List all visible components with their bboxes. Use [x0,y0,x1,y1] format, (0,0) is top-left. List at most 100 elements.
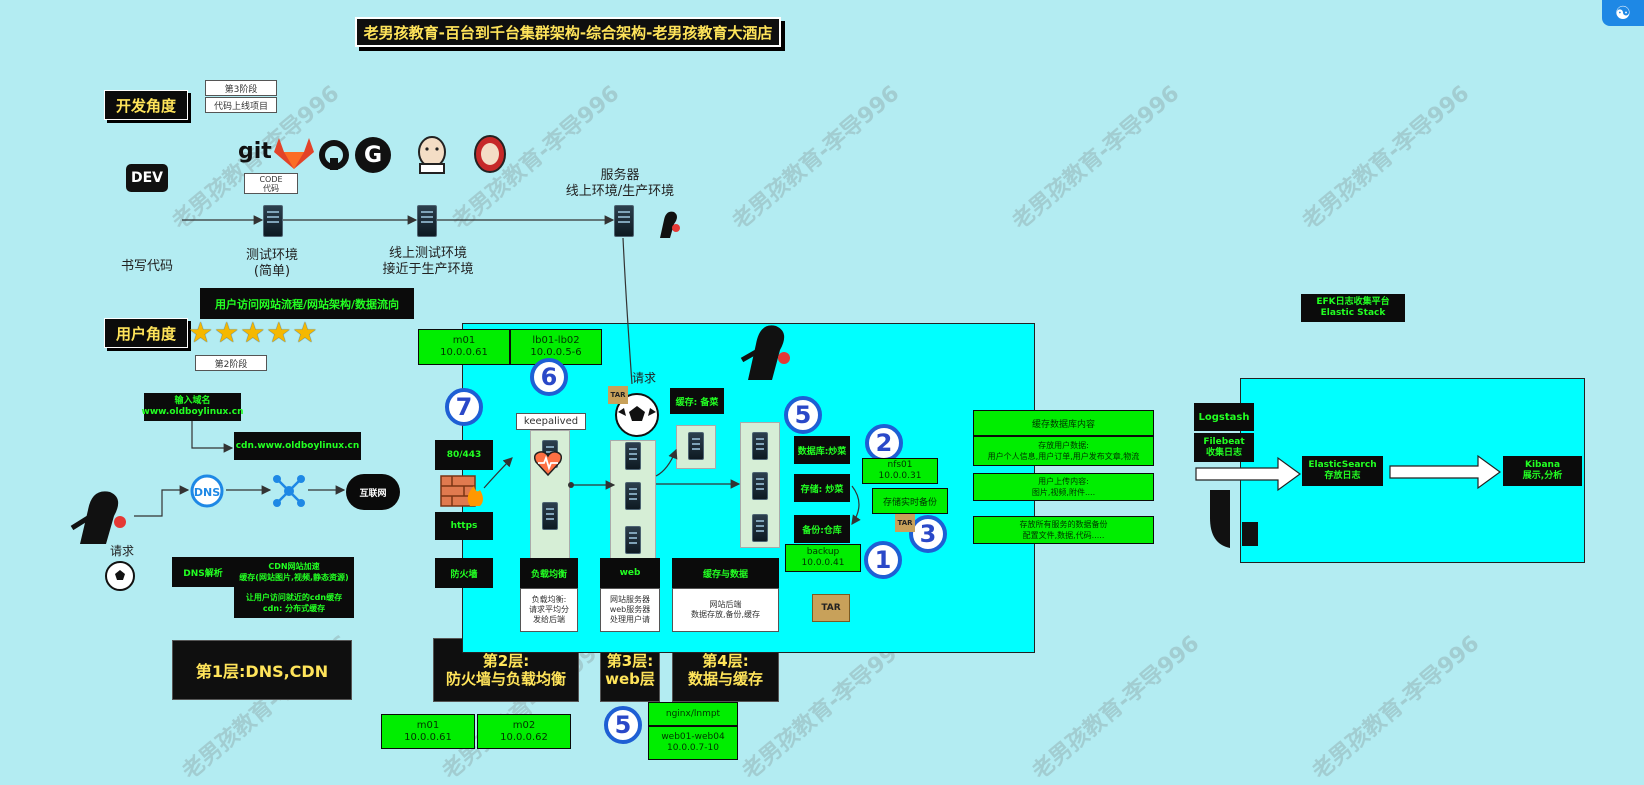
layer4-line2: 数据与缓存 [687,670,763,688]
backup-box: backup 10.0.0.41 [785,544,861,572]
stage3-label: 第3阶段 [205,80,277,96]
gitlab-icon [272,136,316,170]
tar-archive-icon-small: TAR [608,386,628,404]
test-env-label: 测试环境 (简单) [232,248,312,280]
input-domain-box: 输入域名 www.oldboylinux.cn [141,393,244,421]
cdn-accel-line1: CDN网站加速 [268,562,320,571]
cdn-accel-box: CDN网站加速 缓存(网站图片,视频,静态资源) [234,557,354,587]
step-2-badge: 2 [865,424,903,462]
gitee-icon: G [355,137,391,173]
keepalived-label: keepalived [516,413,586,430]
cdn-nearest-box: 让用户访问就近的cdn缓存 cdn: 分布式缓存 [234,587,354,618]
kibana-box: Kibana 展示,分析 [1503,456,1582,486]
cache-label-box: 缓存: 备菜 [670,388,724,414]
note-upload-line2: 图片,视频,附件.... [1031,488,1096,497]
lb-desc-line3: 发给后端 [533,615,565,624]
rating-stars: ★★★★★ [188,316,319,349]
m01-top-name: m01 [452,335,476,346]
tar-archive-icon: TAR [812,594,850,622]
step-6-badge: 6 [530,358,568,396]
step-7-badge: 7 [445,388,483,426]
watermark: 老男孩教育-李导996 [1008,81,1185,235]
input-domain-line2: www.oldboylinux.cn [141,407,244,417]
step-5-badge-db: 5 [784,396,822,434]
db-server-icon [752,432,768,460]
web-desc-line3: 处理用户请 [610,615,650,624]
jenkins-fire-icon [471,132,509,174]
filebeat-line1: Filebeat [1203,436,1245,447]
nfs-server-icon [752,472,768,500]
layer1-label: 第1层:DNS,CDN [172,640,352,700]
efk-title-line1: EFK日志收集平台 [1316,297,1390,307]
nfs-box: nfs01 10.0.0.31 [862,458,938,484]
cloud-sync-icon[interactable]: ☯ [1602,0,1644,26]
watermark: 老男孩教育-李导996 [1028,631,1205,785]
backup-ip: 10.0.0.41 [801,558,845,568]
dev-icon: DEV [126,164,168,192]
cluster-request-label: 请求 [631,371,656,385]
elasticsearch-line2: 存放日志 [1324,471,1361,481]
elasticsearch-line1: ElasticSearch [1308,460,1377,470]
note-upload-line1: 用户上传内容: [1038,477,1089,486]
web01-server-icon [625,442,641,470]
user-perspective-badge: 用户角度 [104,318,188,348]
production-server-icon [614,205,634,237]
nginx-box: nginx/lnmpt [648,702,738,726]
dns-resolve-box: DNS解析 [172,557,234,587]
soccer-ball-icon [104,560,136,592]
user-mascot-icon [70,484,132,546]
layer3-line2: web层 [605,670,655,688]
step-5-badge-web: 5 [604,706,642,744]
data-title-box: 缓存与数据 [672,558,779,588]
m01-top-box: m01 10.0.0.61 [418,329,510,365]
production-env-line2: 线上环境/生产环境 [565,184,675,199]
layer4-line1: 第4层: [702,652,749,670]
storage-label-box: 存储: 炒菜 [794,474,850,502]
elastic-logo-icon [1208,488,1260,550]
note-backup-line1: 存放所有服务的数据备份 [1019,520,1108,529]
note-db: 存放用户数据: 用户个人信息,用户订单,用户发布文章,物流 [973,436,1154,466]
m02-bottom-ip: 10.0.0.62 [500,731,548,743]
m01-top-ip: 10.0.0.61 [440,347,488,358]
watermark: 老男孩教育-李导996 [1308,631,1485,785]
code-label: CODE 代码 [244,173,298,194]
kibana-line1: Kibana [1524,460,1561,470]
web-servers-line2: 10.0.0.7-10 [667,743,719,753]
data-desc-line2: 数据存放,备份,缓存 [690,610,761,619]
jenkins-icon [412,134,452,174]
nfs-name: nfs01 [887,460,913,470]
efk-title-line2: Elastic Stack [1320,308,1386,318]
data-desc-line1: 网站后端 [709,600,742,609]
layer2-line1: 第2层: [482,652,530,670]
code-label-cn: 代码 [263,183,279,193]
write-code-label: 书写代码 [120,259,173,274]
logstash-box: Logstash [1194,403,1254,431]
data-desc-box: 网站后端 数据存放,备份,缓存 [672,588,779,632]
production-env-line1: 服务器 [600,168,640,183]
firewall-title-box: 防火墙 [435,558,493,588]
cluster-soccer-ball-icon [614,392,660,438]
m01-bottom-ip: 10.0.0.61 [404,731,452,743]
github-icon [317,138,351,172]
lb-desc-line1: 负载均衡: [531,595,567,604]
tar-archive-icon-mini: TAR [895,514,915,532]
page-title: 老男孩教育-百台到千台集群架构-综合架构-老男孩教育大酒店 [355,17,781,47]
stage2-label: 第2阶段 [195,355,267,371]
filebeat-box: Filebeat 收集日志 [1194,433,1254,462]
elasticsearch-box: ElasticSearch 存放日志 [1302,456,1383,486]
online-test-env-line2: 接近于生产环境 [382,262,474,277]
production-env-label: 服务器 线上环境/生产环境 [560,168,680,200]
web03-server-icon [625,526,641,554]
port-box: 80/443 [435,440,493,470]
backup-name: backup [806,547,840,557]
user-request-label: 请求 [109,544,134,558]
user-flow-banner: 用户访问网站流程/网站架构/数据流向 [200,288,414,319]
watermark: 老男孩教育-李导996 [728,81,905,235]
lb02-server-icon [542,502,558,530]
cdn-nearest-line1: 让用户访问就近的cdn缓存 [245,592,343,602]
dev-perspective-badge: 开发角度 [104,90,188,120]
online-test-server-icon [417,205,437,237]
m02-bottom-box: m02 10.0.0.62 [477,714,571,749]
note-cache: 缓存数据库内容 [973,410,1154,436]
web-desc-line2: web服务器 [609,605,651,614]
